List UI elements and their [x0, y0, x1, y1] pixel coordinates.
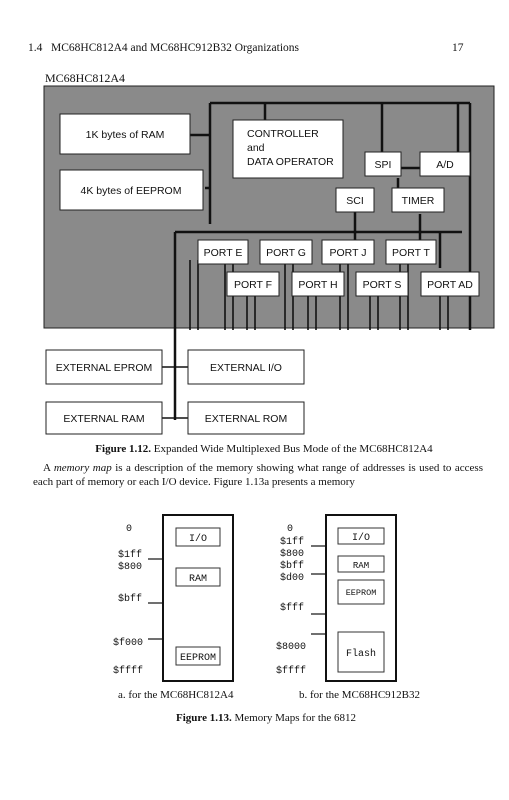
controller-label-line2: and	[247, 142, 265, 154]
map-b-eeprom-region: EEPROM	[346, 588, 377, 598]
running-header: 1.4 MC68HC812A4 and MC68HC912B32 Organiz…	[28, 42, 299, 54]
port-ad-label: PORT AD	[427, 279, 473, 291]
map-b-flash-region: Flash	[346, 648, 376, 660]
map-b-io-region: I/O	[352, 532, 370, 544]
chip-label: MC68HC812A4	[45, 71, 126, 85]
controller-label-line1: CONTROLLER	[247, 128, 319, 140]
map-b-address-ffff: $ffff	[276, 665, 306, 677]
figure-1-13-memory-maps: I/O RAM EEPROM 0 $1ff $800 $bff $f000 $f…	[113, 514, 397, 682]
figure-1-13-caption: Figure 1.13. Memory Maps for the 6812	[176, 712, 356, 724]
figure-1-12-diagram: 1K bytes of RAM 4K bytes of EEPROM CONTR…	[43, 85, 495, 435]
external-blocks	[45, 349, 305, 435]
map-a-address-f000: $f000	[113, 637, 143, 649]
block-labels: 1K bytes of RAM 4K bytes of EEPROM CONTR…	[56, 128, 474, 425]
controller-label-line3: DATA OPERATOR	[247, 156, 334, 168]
paragraph-lead: A	[43, 462, 54, 474]
ram-block-label: 1K bytes of RAM	[86, 129, 165, 141]
memory-map-b-subcaption: b. for the MC68HC912B32	[299, 689, 420, 701]
map-a-address-1ff: $1ff	[118, 549, 142, 561]
port-h-label: PORT H	[298, 279, 337, 291]
external-eprom-label: EXTERNAL EPROM	[56, 362, 152, 374]
eeprom-block-label: 4K bytes of EEPROM	[81, 185, 182, 197]
body-paragraph: A memory map is a description of the mem…	[33, 461, 483, 489]
map-b-address-8000: $8000	[276, 641, 306, 653]
external-io-label: EXTERNAL I/O	[210, 362, 282, 374]
external-rom-label: EXTERNAL ROM	[205, 413, 287, 425]
map-b-address-fff: $fff	[280, 602, 304, 614]
map-a-address-800: $800	[118, 561, 142, 573]
ad-block-label: A/D	[436, 159, 454, 171]
map-a-address-ffff: $ffff	[113, 665, 143, 677]
port-t-label: PORT T	[392, 247, 431, 259]
section-title: MC68HC812A4 and MC68HC912B32 Organizatio…	[51, 42, 299, 54]
figure-1-13-caption-text: Memory Maps for the 6812	[231, 712, 357, 724]
spi-block-label: SPI	[375, 159, 392, 171]
figure-1-12-caption: Figure 1.12. Expanded Wide Multiplexed B…	[34, 443, 494, 455]
map-a-address-bff: $bff	[118, 593, 142, 605]
internal-blocks	[59, 113, 480, 297]
map-a-eeprom-region: EEPROM	[180, 653, 216, 664]
map-a-io-region: I/O	[189, 533, 207, 545]
port-g-label: PORT G	[266, 247, 306, 259]
memory-map-a-subcaption: a. for the MC68HC812A4	[118, 689, 234, 701]
map-a-ram-region: RAM	[189, 574, 207, 585]
memory-map-b: I/O RAM EEPROM Flash 0 $1ff $800 $bff $d…	[276, 514, 397, 682]
port-s-label: PORT S	[363, 279, 402, 291]
port-j-label: PORT J	[330, 247, 367, 259]
paragraph-rest: is a description of the memory showing w…	[33, 462, 483, 488]
timer-block-label: TIMER	[402, 195, 435, 207]
port-e-label: PORT E	[204, 247, 243, 259]
figure-1-12-caption-text: Expanded Wide Multiplexed Bus Mode of th…	[151, 443, 433, 455]
map-b-address-1ff: $1ff	[280, 536, 304, 548]
section-number: 1.4	[28, 42, 43, 54]
external-bus-lines	[162, 366, 188, 419]
sci-block-label: SCI	[346, 195, 364, 207]
map-b-address-0: 0	[287, 524, 293, 535]
external-ram-label: EXTERNAL RAM	[63, 413, 144, 425]
figure-1-13-caption-label: Figure 1.13.	[176, 712, 232, 724]
map-b-ram-region: RAM	[353, 561, 369, 571]
map-b-address-bff: $bff	[280, 560, 304, 572]
page-number: 17	[452, 42, 464, 54]
map-b-address-800: $800	[280, 548, 304, 560]
port-f-label: PORT F	[234, 279, 272, 291]
map-a-address-0: 0	[126, 524, 132, 535]
figure-1-12-caption-label: Figure 1.12.	[95, 443, 152, 455]
memory-map-a: I/O RAM EEPROM 0 $1ff $800 $bff $f000 $f…	[113, 514, 234, 682]
map-b-address-d00: $d00	[280, 572, 304, 584]
paragraph-term: memory map	[53, 462, 112, 474]
